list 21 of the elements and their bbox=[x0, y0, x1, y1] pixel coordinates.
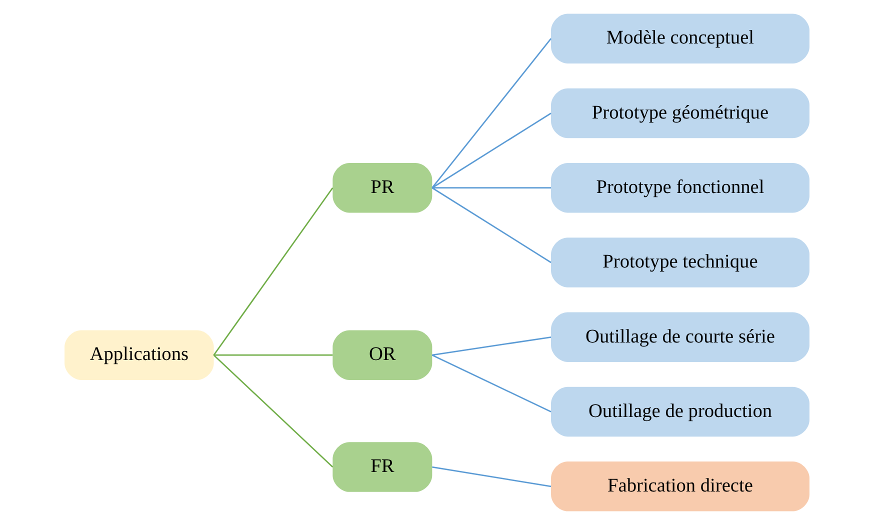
connector bbox=[432, 466, 552, 488]
connector bbox=[214, 354, 333, 356]
node-box: Outillage de courte série bbox=[551, 312, 810, 362]
node-box: Applications bbox=[64, 330, 214, 380]
node-box: Fabrication directe bbox=[551, 462, 810, 512]
connector bbox=[213, 354, 334, 468]
connector bbox=[432, 336, 552, 356]
connector bbox=[432, 187, 552, 264]
node-box: PR bbox=[332, 163, 432, 213]
node-box: Modèle conceptuel bbox=[551, 14, 810, 64]
connector bbox=[432, 354, 552, 412]
node-box: Prototype fonctionnel bbox=[551, 163, 810, 213]
connector bbox=[432, 38, 552, 188]
node-box: FR bbox=[332, 442, 432, 492]
node-box: Prototype géométrique bbox=[551, 88, 810, 138]
connector bbox=[432, 187, 552, 189]
node-box: Prototype technique bbox=[551, 238, 810, 288]
connector bbox=[432, 112, 552, 188]
node-box: Outillage de production bbox=[551, 386, 810, 437]
connector bbox=[213, 187, 334, 356]
node-box: OR bbox=[332, 330, 432, 380]
